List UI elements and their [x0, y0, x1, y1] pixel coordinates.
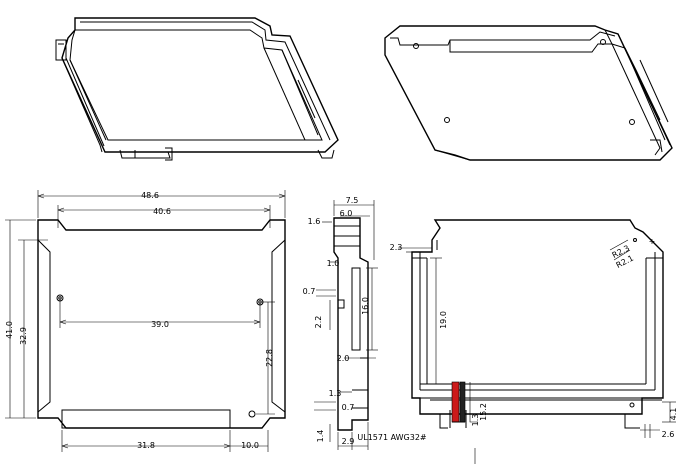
dim-foot-height: 1.4 [316, 430, 325, 443]
wire-label: UL1571 AWG32# [357, 433, 427, 442]
dim-top-total: 7.5 [346, 196, 359, 205]
dim-base-offset: 10.0 [241, 441, 259, 450]
dim-rail-offset: 2.2 [314, 316, 323, 329]
dim-low-gap: 0.7 [342, 403, 355, 412]
side-view: 7.5 6.0 1.6 1.0 0.7 2.2 16.0 2.0 1.3 0.7… [303, 196, 378, 450]
dim-low-step: 1.3 [329, 389, 342, 398]
front-view: 48.6 40.6 41.0 32.9 39.0 22.8 31.8 10.0 [5, 190, 286, 452]
dim-top-inner: 6.0 [340, 209, 353, 218]
dim-width-inner: 40.6 [153, 207, 171, 216]
dim-lead-length: 15.2 [479, 403, 488, 421]
dim-height-inner: 32.9 [19, 327, 28, 345]
dim-hole-span-h: 39.0 [151, 320, 169, 329]
dim-inner-height: 19.0 [439, 311, 448, 329]
dim-right-step: 4.1 [669, 408, 678, 421]
plus-mark: + [649, 237, 656, 246]
back-view: 2.3 R2.3 R2.1 + 19.0 15.2 1.3 4.1 2.6 UL… [357, 219, 678, 464]
dim-slot-gap: 2.0 [337, 354, 350, 363]
isometric-view-right [384, 25, 673, 161]
dim-width-outer: 48.6 [141, 191, 159, 200]
dim-base-width: 31.8 [137, 441, 155, 450]
dim-right-foot: 2.6 [662, 430, 675, 439]
dim-foot-width: 2.9 [342, 437, 355, 446]
isometric-view-left [55, 17, 339, 161]
dim-left-step: 1.6 [308, 217, 321, 226]
dim-corner-step: 2.3 [390, 243, 403, 252]
dim-height-outer: 41.0 [5, 321, 14, 339]
dim-gap-small: 0.7 [303, 287, 316, 296]
dim-lead-offset: 1.3 [471, 414, 480, 427]
dim-rail-top: 1.0 [327, 259, 340, 268]
dim-slot-height: 16.0 [361, 297, 370, 315]
dim-hole-span-v: 22.8 [265, 349, 274, 367]
